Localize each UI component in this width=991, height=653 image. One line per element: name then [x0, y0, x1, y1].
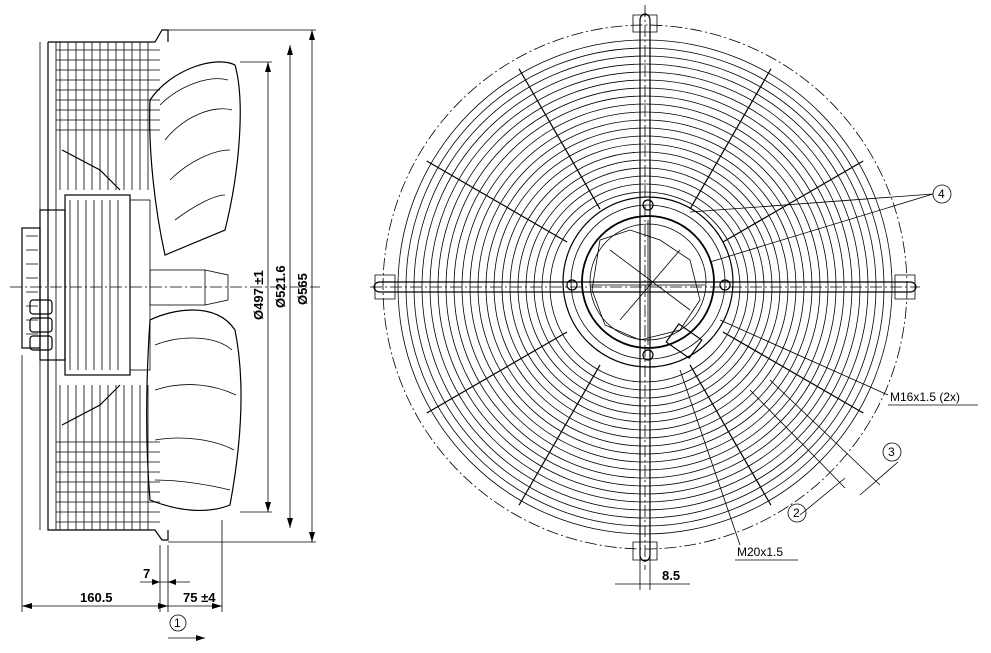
callout-2-label: 2 [793, 506, 800, 520]
thread-m20-label: M20x1.5 [737, 545, 783, 559]
mount-hole-right [719, 279, 731, 291]
motor-hub-front [562, 196, 734, 368]
guard-struts [426, 68, 864, 506]
callout-circle-3 [882, 442, 902, 462]
callout-3-label: 3 [888, 445, 895, 459]
guard-grille-side [56, 42, 160, 530]
depth-dims [21, 355, 223, 612]
dim-diameter-mid: Ø521.6 [273, 265, 288, 308]
diameter-dims [168, 29, 316, 543]
guard-struts-side [61, 149, 121, 426]
callout-4-label: 4 [938, 187, 945, 201]
cable-gland-1 [29, 299, 53, 315]
callout-circle-2 [787, 503, 807, 523]
dim-blade-depth: 75 ±4 [183, 590, 216, 605]
cable-gland-2 [29, 317, 53, 333]
motor-side [21, 194, 151, 376]
callout-4-leader-1 [689, 193, 934, 213]
guard-rings [397, 39, 893, 535]
callout-4-leader-2 [709, 193, 934, 263]
mount-hole-bottom [642, 349, 654, 361]
mount-hole-top [642, 199, 654, 211]
dim-guard-offset: 7 [143, 566, 150, 581]
dim-diameter-outer: Ø565 [295, 273, 310, 305]
cross-support-bars [373, 13, 917, 562]
callout-1-label: 1 [174, 616, 181, 630]
callout-2-3-dims [749, 379, 899, 516]
front-view: 4 M16x1.5 (2x) 2 3 M20x1.5 8.5 [370, 5, 978, 590]
cable-gland-3 [29, 335, 53, 351]
m16-leader [719, 319, 889, 396]
side-view: Ø497 ±1 Ø521.6 Ø565 160.5 7 75 ±4 1 [10, 29, 320, 641]
mount-hole-left [566, 279, 578, 291]
dim-strut-width: 8.5 [662, 568, 680, 583]
thread-m16-label: M16x1.5 (2x) [890, 390, 960, 404]
outer-dashdot-circle [382, 24, 908, 550]
guard-frame-side [47, 29, 169, 541]
m20-leader [679, 369, 741, 546]
dim-depth-total: 160.5 [80, 590, 113, 605]
impeller-blades-side [146, 61, 242, 512]
terminal-box [665, 323, 703, 359]
dim-diameter-inner: Ø497 ±1 [251, 270, 266, 320]
callout-circle-1 [169, 614, 187, 632]
